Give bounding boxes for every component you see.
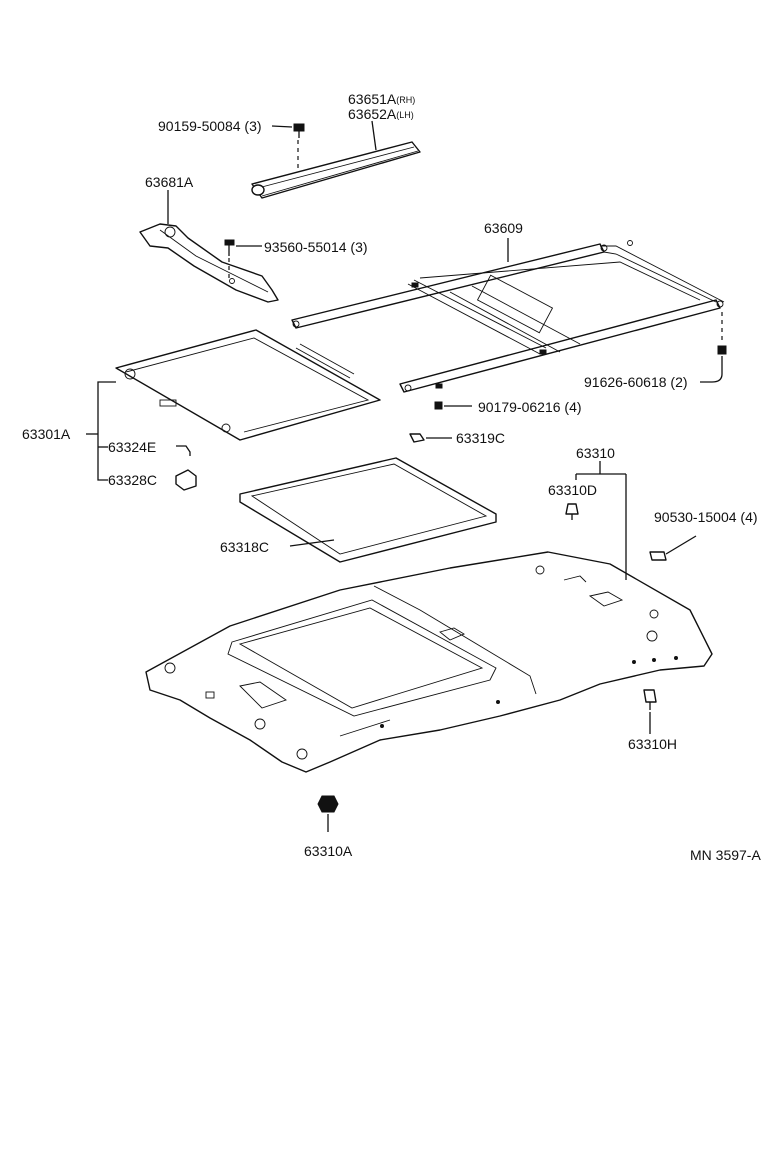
label-90530-15004: 90530-15004 (4) (654, 509, 758, 525)
label-63310d: 63310D (548, 482, 597, 498)
label-63319c: 63319C (456, 430, 505, 446)
label-93560-55014: 93560-55014 (3) (264, 239, 368, 255)
clip-63310d (565, 503, 579, 520)
label-63652a: 63652A(LH) (348, 106, 414, 122)
label-63609: 63609 (484, 220, 523, 236)
headliner-63310 (145, 551, 713, 773)
label-90159-50084: 90159-50084 (3) (158, 118, 262, 134)
label-63681a: 63681A (145, 174, 194, 190)
weatherstrip-63318c (239, 457, 497, 563)
clip-63324e (176, 445, 191, 456)
label-63310a: 63310A (304, 843, 353, 859)
label-63651a: 63651A(RH) (348, 91, 415, 107)
deflector-strip (251, 141, 421, 199)
label-63310: 63310 (576, 445, 615, 461)
nut-90179 (434, 401, 443, 410)
bracket-63681a (139, 223, 279, 303)
label-63310h: 63310H (628, 736, 677, 752)
sunshade-63301a (115, 329, 381, 441)
reference-code: MN 3597-A (690, 847, 761, 863)
clip-90530 (649, 551, 667, 561)
sunroof-frame-63609 (291, 240, 725, 393)
bolt-90159 (293, 123, 305, 138)
screw-93560 (224, 239, 235, 256)
label-63301a: 63301A (22, 426, 71, 442)
clip-63310h (643, 689, 657, 710)
label-63328c: 63328C (108, 472, 157, 488)
label-63318c: 63318C (220, 539, 269, 555)
knob-63328c (175, 469, 197, 491)
label-91626-60618: 91626-60618 (2) (584, 374, 688, 390)
nut-63310a (317, 795, 339, 813)
stopper-63319c (409, 433, 425, 443)
label-63324e: 63324E (108, 439, 156, 455)
label-90179-06216: 90179-06216 (4) (478, 399, 582, 415)
nut-91626 (717, 345, 727, 355)
